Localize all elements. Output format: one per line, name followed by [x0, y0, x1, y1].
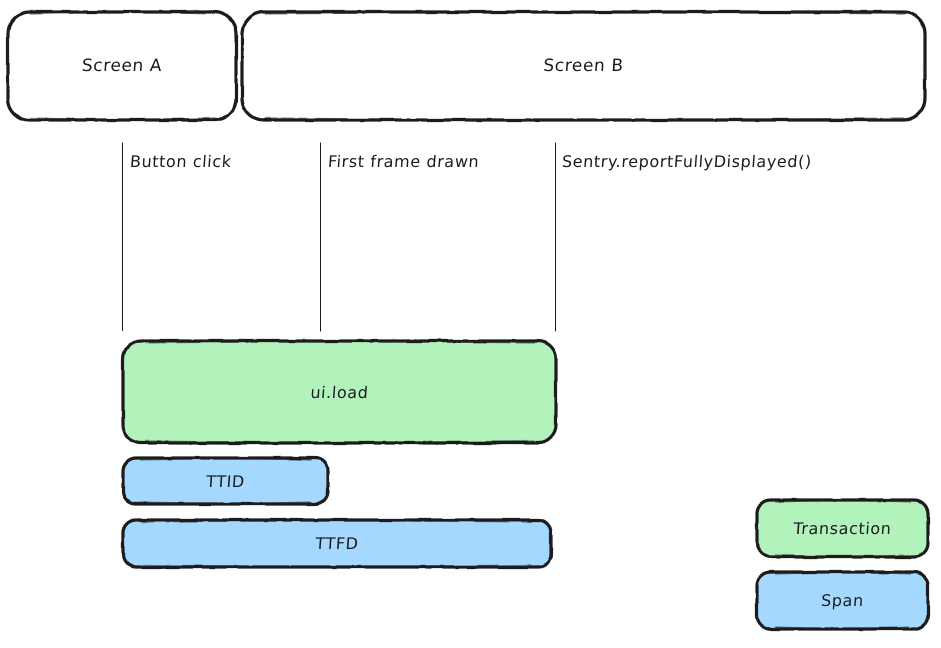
legend-swatch-transaction[interactable]: [755, 498, 930, 559]
span-bar-ttfd[interactable]: [123, 520, 551, 567]
legend-item-transaction[interactable]: [757, 500, 928, 557]
bar-ttfd[interactable]: [121, 518, 553, 569]
screen-a-box[interactable]: [6, 10, 238, 122]
transaction-bar-ui-load[interactable]: [123, 341, 556, 443]
bar-ui-load[interactable]: [121, 339, 558, 445]
legend-swatch-span[interactable]: [755, 570, 930, 631]
screen-a-container[interactable]: [8, 12, 236, 120]
legend-item-span[interactable]: [757, 572, 928, 629]
span-bar-ttid[interactable]: [123, 458, 328, 504]
bar-ttid[interactable]: [121, 456, 330, 506]
marker-line-report-fully-displayed: [553, 142, 558, 332]
marker-line-first-frame-drawn: [318, 142, 323, 332]
screen-b-container[interactable]: [242, 12, 925, 120]
screen-b-box[interactable]: [240, 10, 927, 122]
marker-line-button-click: [120, 142, 125, 332]
